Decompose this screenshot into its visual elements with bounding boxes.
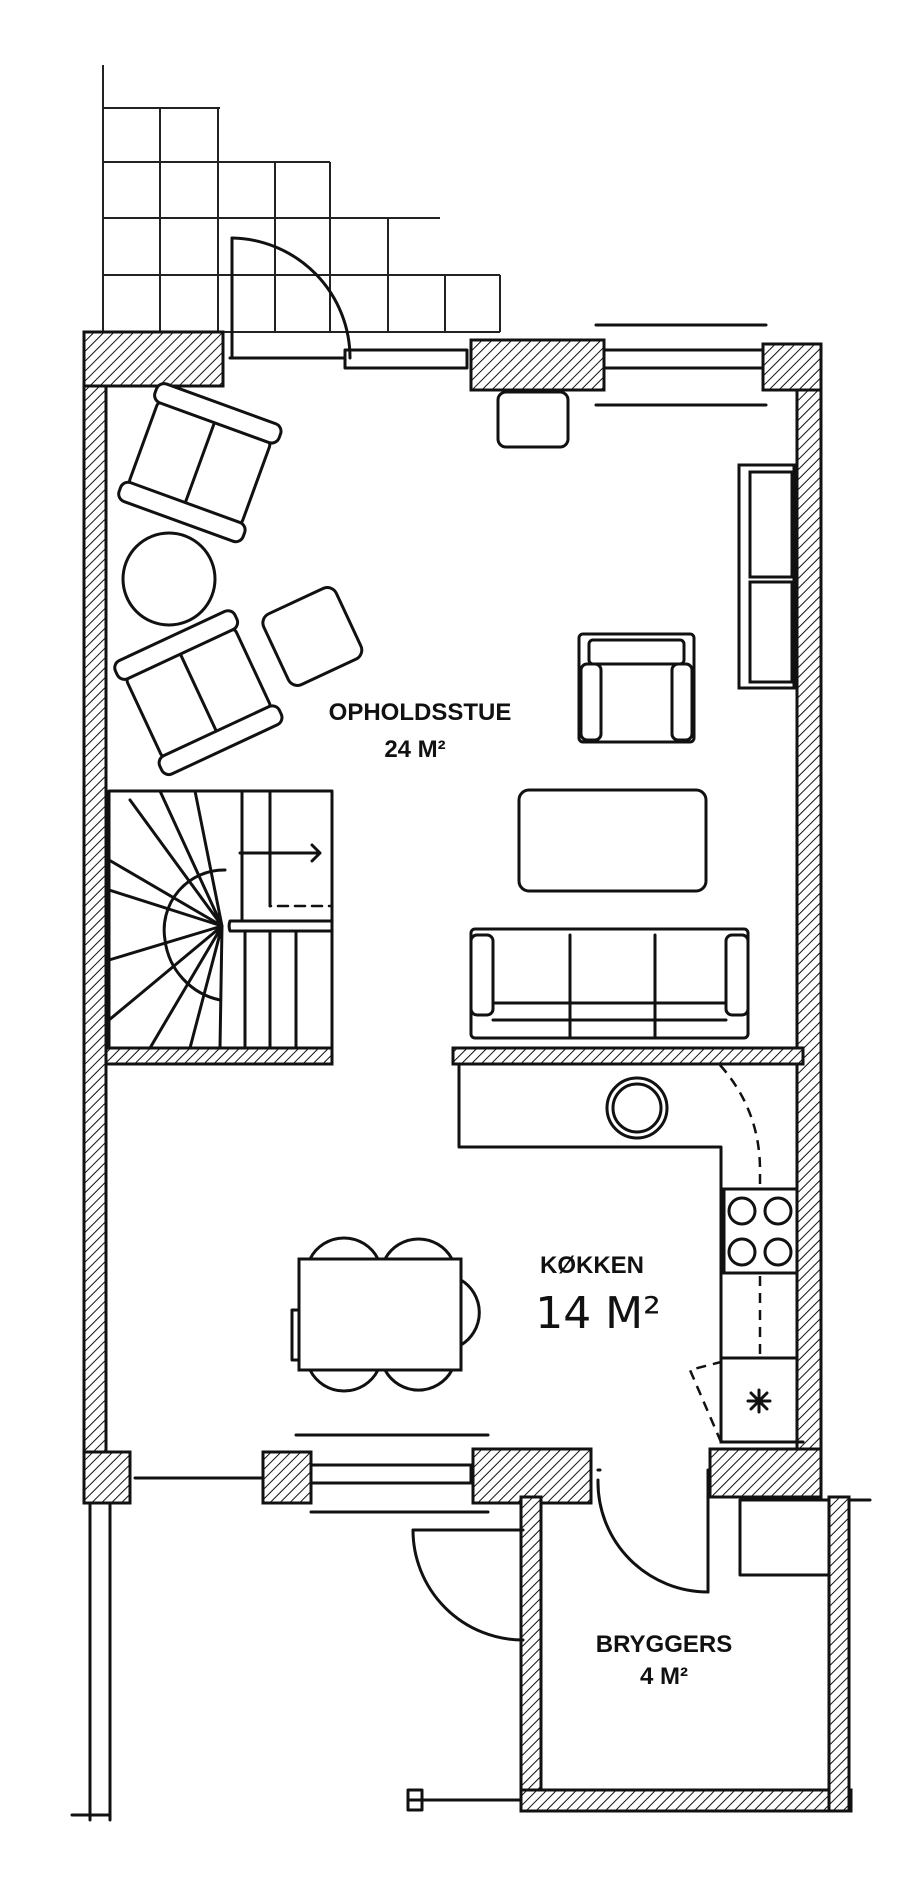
staircase [107, 789, 334, 1050]
doors [70, 236, 872, 1822]
side-table [496, 390, 570, 449]
ottoman [261, 586, 364, 687]
walls [82, 330, 853, 1813]
armchair [113, 609, 284, 777]
coffee-table [517, 788, 708, 893]
stove [722, 1187, 799, 1275]
room-area-utility: 4 M² [640, 1663, 688, 1690]
armchair-single [577, 632, 696, 744]
round-table [121, 531, 217, 627]
sofa [469, 927, 750, 1040]
windows [294, 323, 768, 1514]
armchair [117, 382, 283, 544]
kitchen-fixtures [290, 1063, 805, 1444]
terrace-tiles [102, 65, 501, 333]
fridge [688, 1356, 799, 1444]
room-area-kitchen: 14 M² [535, 1288, 661, 1339]
sink [605, 1076, 669, 1140]
room-label-living: OPHOLDSSTUE [329, 699, 512, 726]
room-area-living: 24 M² [384, 736, 445, 763]
living-furniture [113, 382, 796, 1040]
room-label-kitchen: KØKKEN [540, 1252, 644, 1279]
room-label-utility: BRYGGERS [596, 1631, 732, 1658]
bookshelf [737, 463, 796, 690]
dining-table [290, 1236, 481, 1393]
